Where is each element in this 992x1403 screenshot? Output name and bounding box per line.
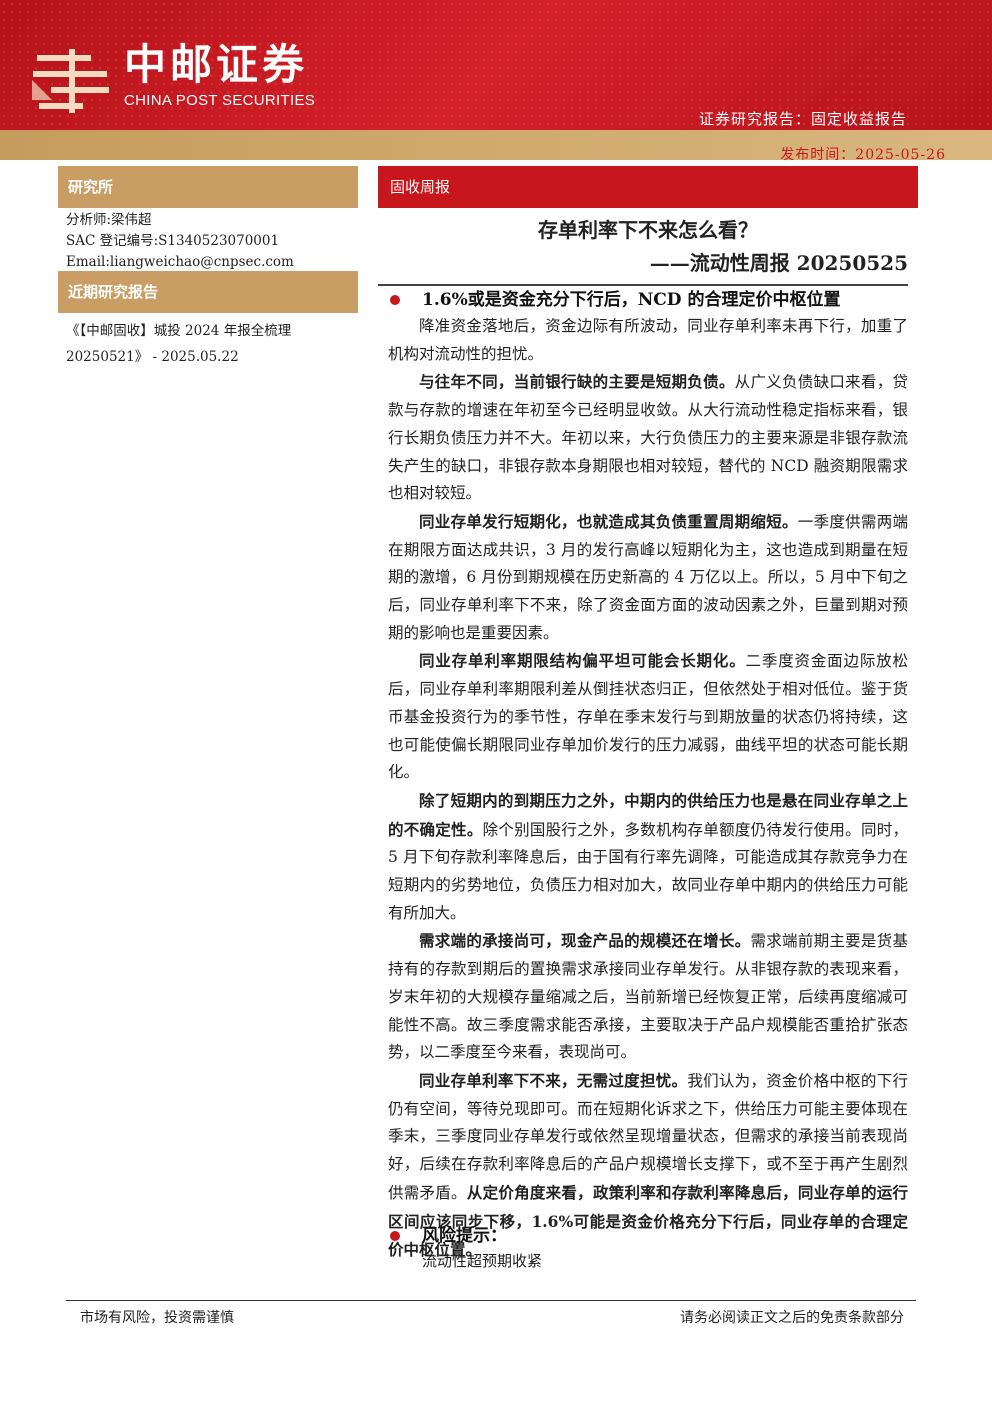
analyst-info: 分析师:梁伟超 SAC 登记编号:S1340523070001 Email:li… <box>66 210 294 273</box>
footer-disclaimer: 请务必阅读正文之后的免责条款部分 <box>680 1310 904 1326</box>
logo-english-name: CHINA POST SECURITIES <box>124 92 316 109</box>
analyst-email[interactable]: Email:liangweichao@cnpsec.com <box>66 254 294 270</box>
page-title: 存单利率下不来怎么看？ <box>538 218 758 242</box>
paragraph: 同业存单利率下不来，无需过度担忧。我们认为，资金价格中枢的下行仍有空间，等待兑现… <box>388 1070 908 1260</box>
paragraph: 降准资金落地后，资金边际有所波动，同业存单利率未再下行，加重了机构对流动性的担忧… <box>388 317 908 363</box>
bullet-icon <box>390 1231 400 1241</box>
recent-report-line2: 20250521》 - 2025.05.22 <box>66 349 239 365</box>
logo-chinese-name: 中邮证券 <box>124 40 309 89</box>
analyst-name: 分析师:梁伟超 <box>66 212 152 228</box>
title-divider <box>378 284 908 286</box>
footer-risk-notice: 市场有风险，投资需谨慎 <box>80 1310 234 1326</box>
body-text: 降准资金落地后，资金边际有所波动，同业存单利率未再下行，加重了机构对流动性的担忧… <box>388 313 908 1265</box>
section-heading: 1.6%或是资金充分下行后，NCD 的合理定价中枢位置 <box>422 290 841 310</box>
paragraph: 需求端的承接尚可，现金产品的规模还在增长。需求端前期主要是货基持有的存款到期后的… <box>388 931 908 1062</box>
header-banner: 中邮证券 CHINA POST SECURITIES 证券研究报告：固定收益报告 <box>0 0 992 130</box>
recent-reports-label: 近期研究报告 <box>58 271 358 313</box>
recent-report-link[interactable]: 《【中邮固收】城投 2024 年报全梳理 20250521》 - 2025.05… <box>66 318 291 370</box>
paragraph: 与往年不同，当前银行缺的主要是短期负债。从广义负债缺口来看，贷款与存款的增速在年… <box>388 372 908 503</box>
sac-number: SAC 登记编号:S1340523070001 <box>66 233 280 249</box>
recent-report-line1: 《【中邮固收】城投 2024 年报全梳理 <box>66 323 292 339</box>
research-institute-label: 研究所 <box>58 166 358 208</box>
bullet-icon <box>390 295 400 305</box>
report-type: 证券研究报告：固定收益报告 <box>698 110 907 128</box>
risk-text: 流动性超预期收紧 <box>422 1252 543 1270</box>
paragraph: 同业存单利率期限结构偏平坦可能会长期化。二季度资金面边际放松后，同业存单利率期限… <box>388 651 908 782</box>
paragraph: 同业存单发行短期化，也就造成其负债重置周期缩短。一季度供需两端在期限方面达成共识… <box>388 511 908 642</box>
gold-band <box>0 130 992 160</box>
paragraph: 除了短期内的到期压力之外，中期内的供给压力也是悬在同业存单之上的不确定性。除个别… <box>388 790 908 922</box>
report-category-tag: 固收周报 <box>378 166 918 208</box>
page-subtitle: ——流动性周报 20250525 <box>649 251 908 275</box>
china-post-logo-icon <box>32 49 109 113</box>
publish-date: 发布时间：2025-05-26 <box>780 147 946 163</box>
footer-divider <box>66 1300 916 1301</box>
risk-heading: 风险提示： <box>422 1226 507 1246</box>
